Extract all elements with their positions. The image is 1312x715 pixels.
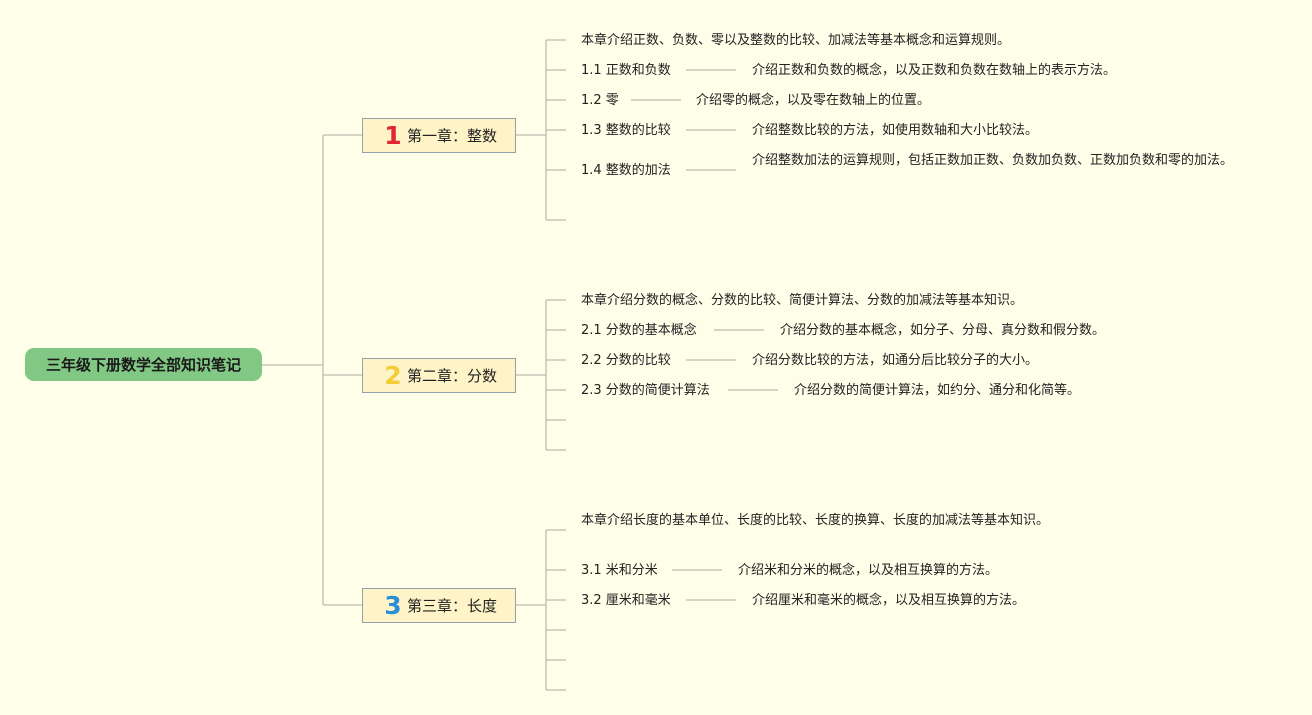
section-3-1-desc: 介绍米和分米的概念，以及相互换算的方法。 — [738, 563, 999, 578]
section-1-1-desc: 介绍正数和负数的概念，以及正数和负数在数轴上的表示方法。 — [752, 63, 1117, 78]
section-3-2-title[interactable]: 3.2 厘米和毫米 — [581, 593, 671, 608]
chapter-node-3[interactable]: 3 第三章：长度 — [362, 588, 516, 623]
chapter-3-intro: 本章介绍长度的基本单位、长度的比较、长度的换算、长度的加减法等基本知识。 — [581, 513, 1050, 528]
section-1-3-title[interactable]: 1.3 整数的比较 — [581, 123, 671, 138]
chapter-title: 第二章：分数 — [407, 367, 498, 385]
section-2-3-desc: 介绍分数的简便计算法，如约分、通分和化简等。 — [794, 383, 1081, 398]
section-1-4-desc: 介绍整数加法的运算规则，包括正数加正数、负数加负数、正数加负数和零的加法。 — [752, 153, 1234, 168]
chapter-1-intro: 本章介绍正数、负数、零以及整数的比较、加减法等基本概念和运算规则。 — [581, 33, 1011, 48]
root-title: 三年级下册数学全部知识笔记 — [45, 356, 241, 374]
section-3-1-title[interactable]: 3.1 米和分米 — [581, 563, 658, 578]
chapter-title: 第三章：长度 — [407, 597, 498, 615]
number-1-icon: 1 — [384, 120, 402, 150]
section-1-4-title[interactable]: 1.4 整数的加法 — [581, 163, 671, 178]
section-2-2-title[interactable]: 2.2 分数的比较 — [581, 353, 671, 368]
section-1-3-desc: 介绍整数比较的方法，如使用数轴和大小比较法。 — [752, 123, 1039, 138]
section-2-1-title[interactable]: 2.1 分数的基本概念 — [581, 323, 697, 338]
root-node[interactable]: 三年级下册数学全部知识笔记 — [25, 348, 262, 381]
number-2-icon: 2 — [384, 360, 402, 390]
chapter-node-2[interactable]: 2 第二章：分数 — [362, 358, 516, 393]
section-2-3-title[interactable]: 2.3 分数的简便计算法 — [581, 383, 710, 398]
section-2-2-desc: 介绍分数比较的方法，如通分后比较分子的大小。 — [752, 353, 1039, 368]
section-2-1-desc: 介绍分数的基本概念，如分子、分母、真分数和假分数。 — [780, 323, 1106, 338]
section-3-2-desc: 介绍厘米和毫米的概念，以及相互换算的方法。 — [752, 593, 1026, 608]
number-3-icon: 3 — [384, 590, 402, 620]
section-1-2-title[interactable]: 1.2 零 — [581, 93, 619, 108]
chapter-2-intro: 本章介绍分数的概念、分数的比较、简便计算法、分数的加减法等基本知识。 — [581, 293, 1024, 308]
chapter-title: 第一章：整数 — [407, 127, 498, 145]
chapter-node-1[interactable]: 1 第一章：整数 — [362, 118, 516, 153]
section-1-1-title[interactable]: 1.1 正数和负数 — [581, 63, 671, 78]
section-1-2-desc: 介绍零的概念，以及零在数轴上的位置。 — [696, 93, 931, 108]
